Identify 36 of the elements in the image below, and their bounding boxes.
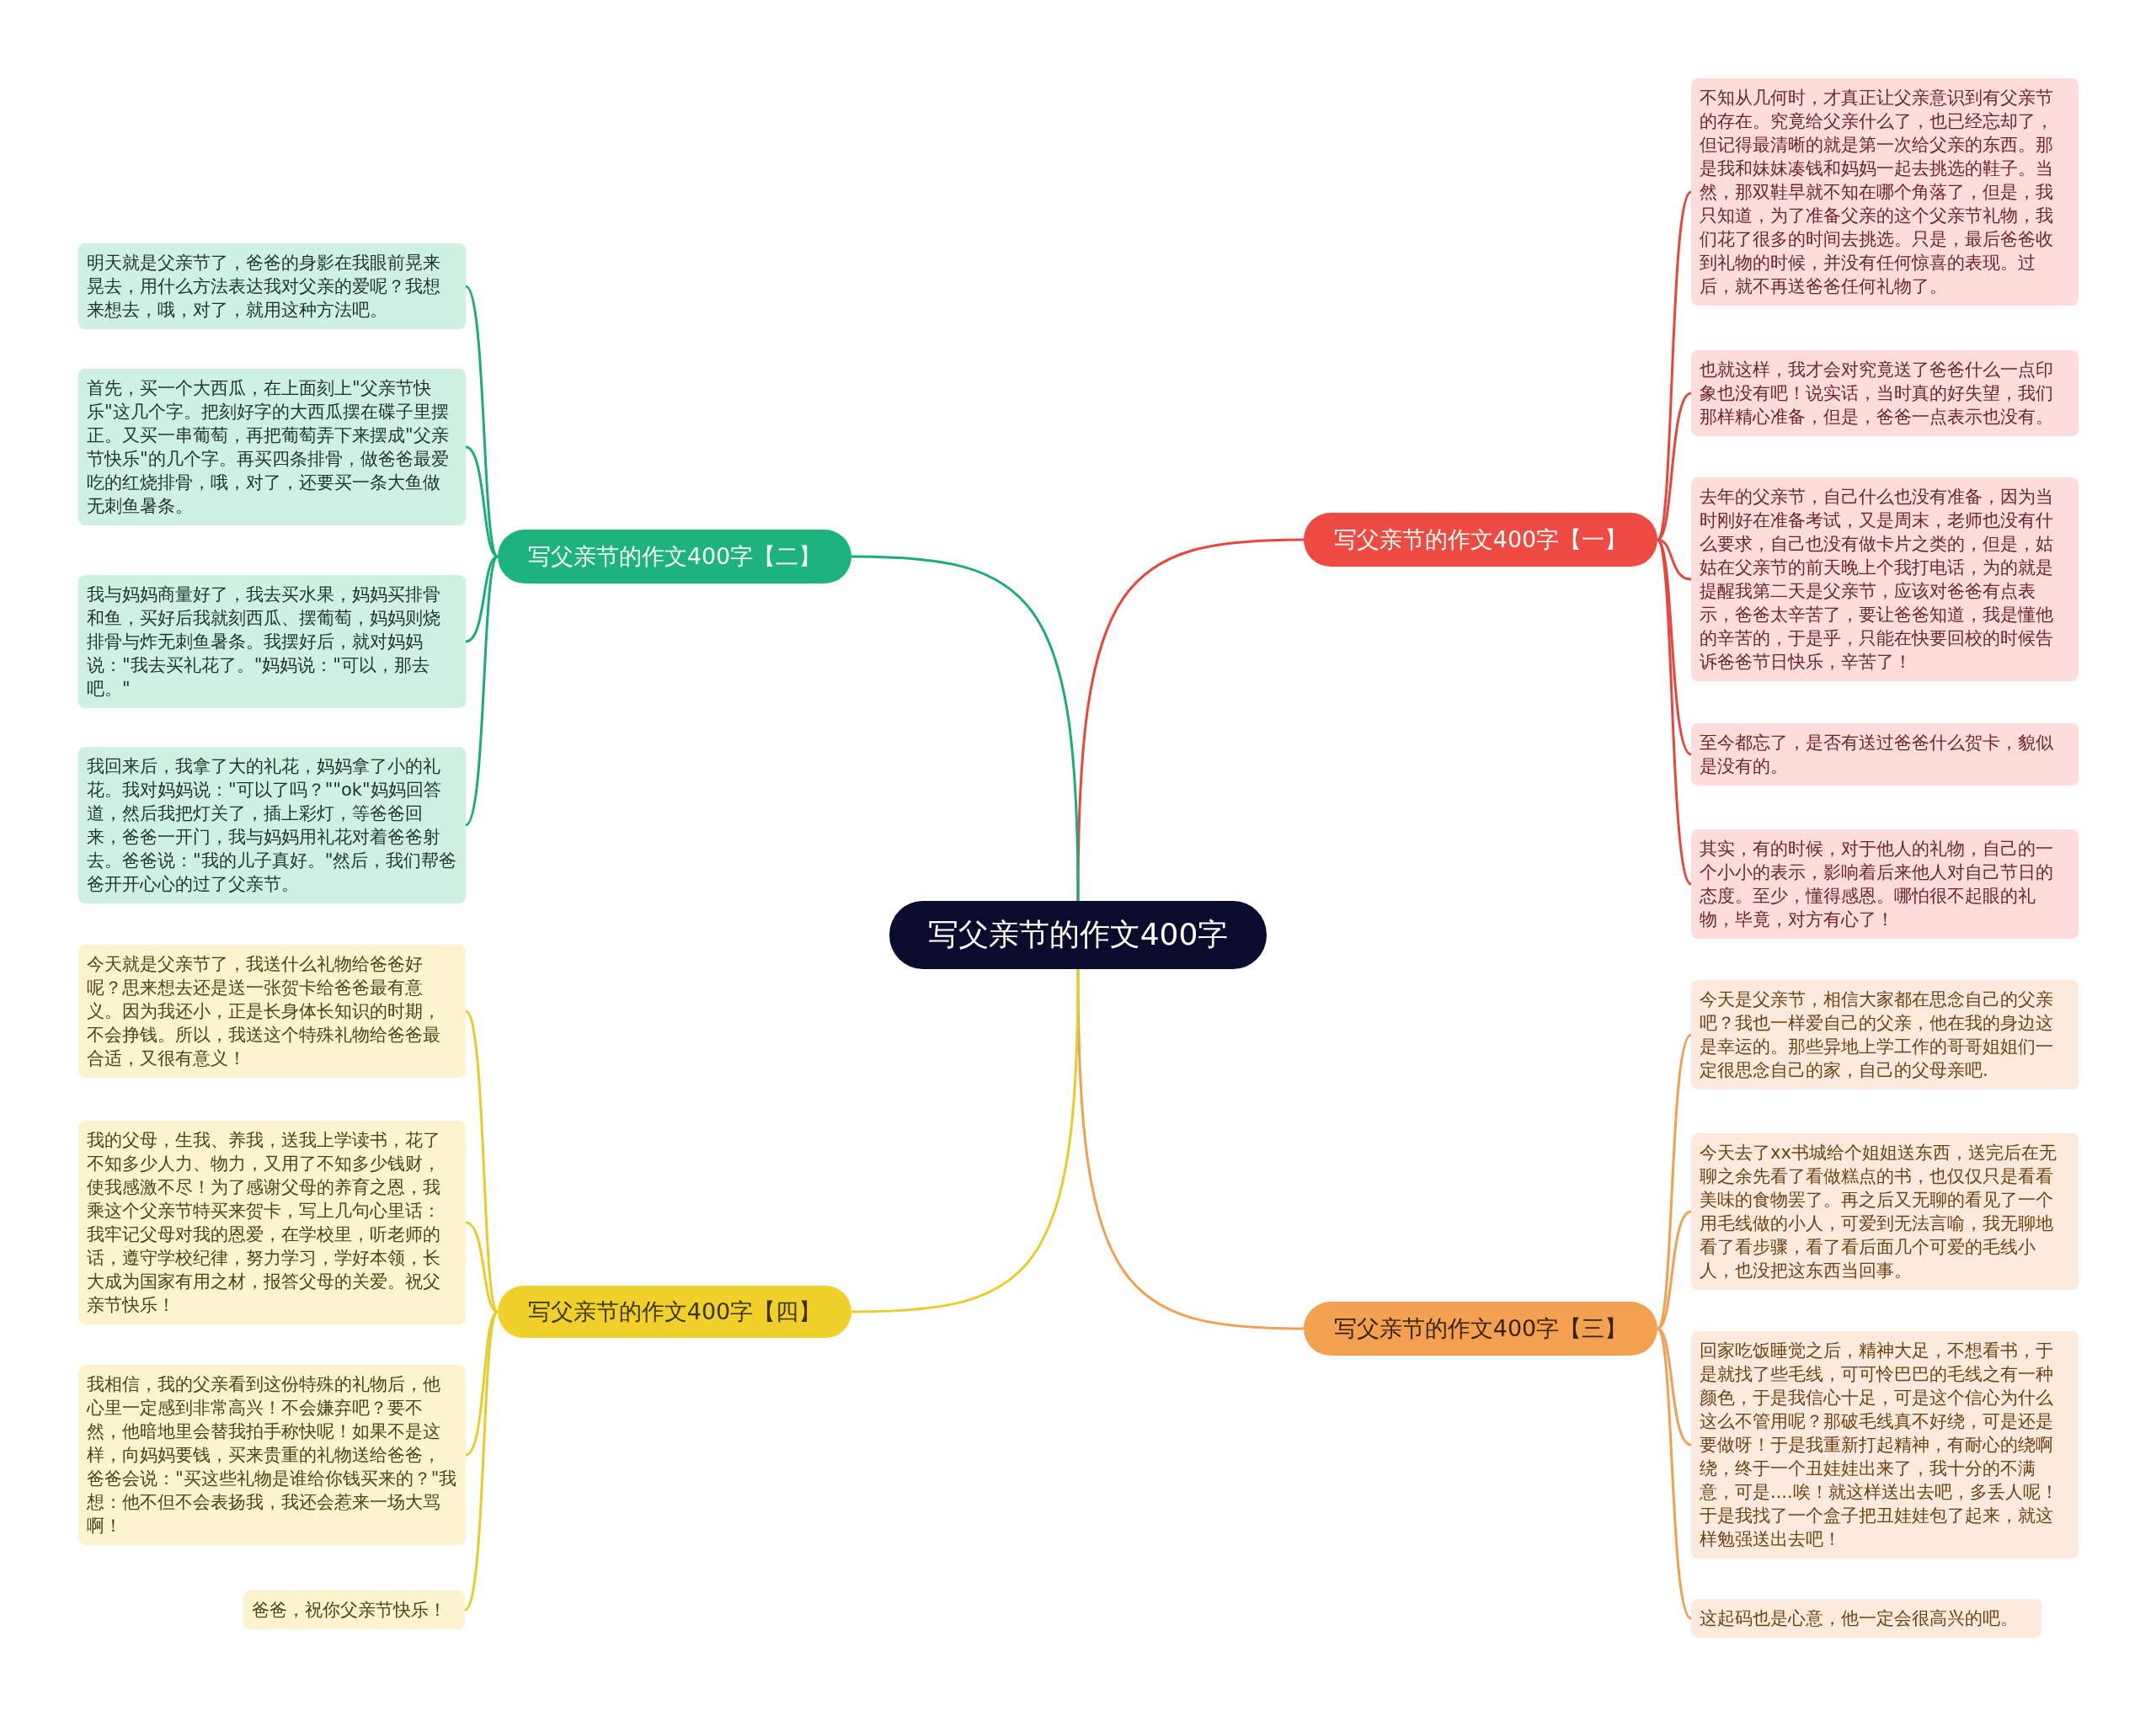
note-card: 不知从几何时，才真正让父亲意识到有父亲节的存在。究竟给父亲什么了，也已经忘却了，但记得最清晰的就是第一次给父亲的东西。那是我和妹妹凑钱和妈妈一起去挑选的鞋子。当然，那双鞋早就不知在哪个角落了，但是，我只知道，为了准备父亲的这个父亲节礼物，我们花了很多的时间去挑选。只是，最后爸爸收到礼物的时候，并没有任何惊喜的表现。过后，就不再送爸爸任何礼物了。: [1691, 78, 2079, 306]
note-card: 也就这样，我才会对究竟送了爸爸什么一点印象也没有吧！说实话，当时真的好失望，我们那样精心准备，但是，爸爸一点表示也没有。: [1691, 350, 2079, 436]
branch-topic: 写父亲节的作文400字【四】: [498, 1286, 851, 1338]
note-card: 我回来后，我拿了大的礼花，妈妈拿了小的礼花。我对妈妈说："可以了吗？""ok"妈妈回答道，然后我把灯关了，插上彩灯，等爸爸回来，爸爸一开门，我与妈妈用礼花对着爸爸射去。爸爸说："我的儿子真好。"然后，我们帮爸爸开开心心的过了父亲节。: [78, 747, 466, 903]
note-card: 其实，有的时候，对于他人的礼物，自己的一个小小的表示，影响着后来他人对自己节日的态度。至少，懂得感恩。哪怕很不起眼的礼物，毕竟，对方有心了！: [1691, 829, 2079, 939]
note-card: 明天就是父亲节了，爸爸的身影在我眼前晃来晃去，用什么方法表达我对父亲的爱呢？我想来想去，哦，对了，就用这种方法吧。: [78, 243, 466, 329]
connector-line: [851, 968, 1080, 1313]
note-card: 今天去了xx书城给个姐姐送东西，送完后在无聊之余先看了看做糕点的书，也仅仅只是看看美味的食物罢了。再之后又无聊的看见了一个用毛线做的小人，可爱到无法言喻，我无聊地看了看步骤，看了看后面几个可爱的毛线小人，也没把这东西当回事。: [1691, 1133, 2079, 1290]
connector-line: [464, 285, 499, 557]
connector-line: [464, 1010, 499, 1313]
connector-line: [465, 1310, 499, 1457]
note-card: 首先，买一个大西瓜，在上面刻上"父亲节快乐"这几个字。把刻好字的大西瓜摆在碟子里摆正。又买一串葡萄，再把葡萄弄下来摆成"父亲节快乐"的几个字。再买四条排骨，做爸爸最爱吃的红烧排骨，哦，对了，还要买一条大鱼做无刺鱼暑条。: [78, 369, 466, 525]
note-card: 爸爸，祝你父亲节快乐！: [243, 1590, 465, 1629]
connector-line: [1656, 539, 1693, 885]
note-card: 我与妈妈商量好了，我去买水果，妈妈买排骨和鱼，买好后我就刻西瓜、摆葡萄，妈妈则烧排骨与炸无刺鱼暑条。我摆好后，就对妈妈说："我去买礼花了。"妈妈说："可以，那去吧。": [78, 575, 466, 708]
note-card: 我的父母，生我、养我，送我上学读书，花了不知多少人力、物力，又用了不知多少钱财，使我感激不尽！为了感谢父母的养育之恩，我乘这个父亲节特买来贺卡，写上几句心里话：我牢记父母对我的恩爱，在学校里，听老师的话，遵守学校纪律，努力学习，学好本领，长大成为国家有用之材，报答父母的关爱。祝父亲节快乐！: [78, 1121, 466, 1324]
connector-line: [851, 555, 1080, 902]
branch-topic: 写父亲节的作文400字【三】: [1304, 1302, 1657, 1356]
note-card: 我相信，我的父亲看到这份特殊的礼物后，他心里一定感到非常高兴！不会嫌弃吧？要不然，他暗地里会替我拍手称快呢！如果不是这样，向妈妈要钱，买来贵重的礼物送给爸爸，爸爸会说："买这些礼物是谁给你钱买来的？"我想：他不但不会表扬我，我还会惹来一场大骂啊！: [78, 1365, 466, 1545]
connector-line: [465, 1221, 499, 1313]
connector-line: [463, 1311, 499, 1611]
note-card: 今天就是父亲节了，我送什么礼物给爸爸好呢？思来想去还是送一张贺卡给爸爸最有意义。因为我还小，正是长身体长知识的时期，不会挣钱。所以，我送这个特殊礼物给爸爸最合适，又很有意义！: [78, 945, 466, 1078]
central-topic: 写父亲节的作文400字: [889, 901, 1267, 969]
connector-line: [1656, 1034, 1693, 1329]
note-card: 至今都忘了，是否有送过爸爸什么贺卡，貌似是没有的。: [1691, 723, 2079, 786]
note-card: 今天是父亲节，相信大家都在思念自己的父亲吧？我也一样爱自己的父亲，他在我的身边这是幸运的。那些异地上学工作的哥哥姐姐们一定很思念自己的家，自己的父母亲吧.: [1691, 980, 2079, 1090]
note-card: 回家吃饭睡觉之后，精神大足，不想看书，于是就找了些毛线，可可怜巴巴的毛线之有一种颜色，于是我信心十足，可是这个信心为什么这么不管用呢？那破毛线真不好绕，可是还是要做呀！于是我重新打起精神，有耐心的绕啊绕，终于一个丑娃娃出来了，我十分的不满意，可是....唉！就这样送出去吧，多丢人呢！于是我找了一个盒子把丑娃娃包了起来，就这样勉强送出去吧！: [1691, 1331, 2079, 1558]
branch-topic: 写父亲节的作文400字【一】: [1304, 513, 1657, 567]
note-card: 去年的父亲节，自己什么也没有准备，因为当时刚好在准备考试，又是周末，老师也没有什么要求，自己也没有做卡片之类的，但是，姑姑在父亲节的前天晚上个我打电话，为的就是提醒我第二天是父亲节，应该对爸爸有点表示，爸爸太辛苦了，要让爸爸知道，我是懂他的辛苦的，于是乎，只能在快要回校的时候告诉爸爸节日快乐，辛苦了！: [1691, 477, 2079, 681]
connector-line: [464, 556, 499, 826]
connector-line: [1076, 969, 1305, 1330]
branch-topic: 写父亲节的作文400字【二】: [498, 530, 851, 583]
connector-line: [465, 445, 499, 558]
connector-line: [1656, 191, 1693, 541]
note-card: 这起码也是心意，他一定会很高兴的吧。: [1691, 1599, 2041, 1638]
connector-line: [1656, 1328, 1693, 1619]
